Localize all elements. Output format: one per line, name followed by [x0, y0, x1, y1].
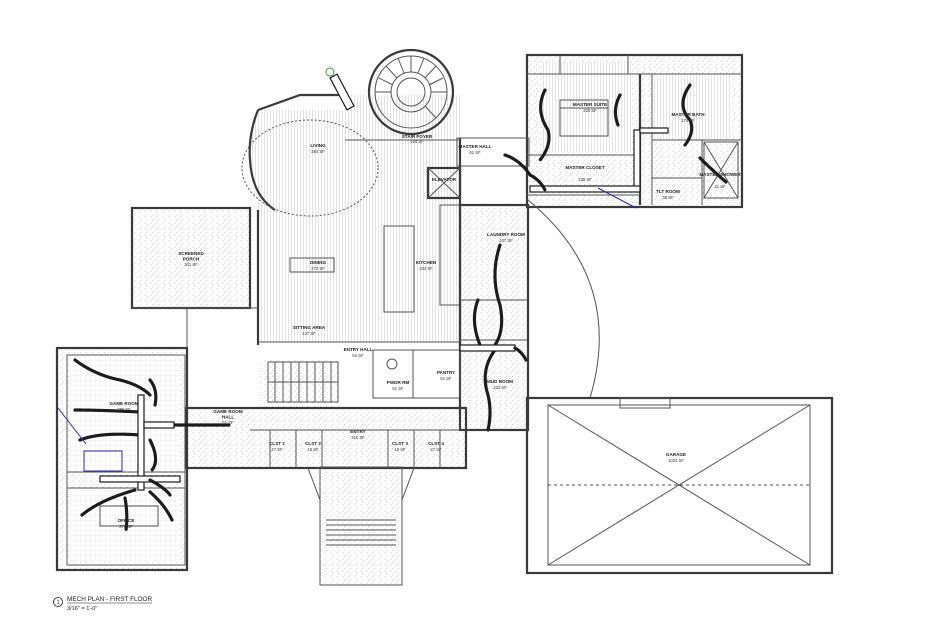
room-area-stair-foyer: 154 SF [410, 139, 424, 144]
room-area-laundry-room: 107 SF [499, 238, 513, 243]
room-area-living: 384 SF [311, 149, 325, 154]
drawing-title: MECH PLAN - FIRST FLOOR [67, 596, 152, 603]
room-label-master-bath: MASTER BATH [671, 112, 705, 117]
room-area-pantry: 51 SF [440, 376, 452, 381]
room-area-master-shower: 41 SF [714, 184, 726, 189]
room-label-pwdr-rm: PWDR RM [387, 380, 410, 385]
room-area-master-hall: 61 SF [469, 150, 481, 155]
room-area-clst-1: 27 SF [271, 447, 283, 452]
room-area-kitchen: 334 SF [419, 266, 433, 271]
room-area-entry: 310 SF [351, 435, 365, 440]
room-label-clst-2: CLST 2 [305, 441, 321, 446]
detail-number: 1 [56, 600, 59, 606]
room-label-laundry-room: LAUNDRY ROOM [487, 232, 525, 237]
room-area-game-room: 389 SF [117, 407, 131, 412]
room-label-pantry: PANTRY [437, 370, 455, 375]
room-label-master-shower: MASTER SHOWER [699, 172, 741, 177]
room-label-stair-foyer: STAIR FOYER [402, 134, 433, 139]
room-area-tlt-room: 38 SF [662, 195, 674, 200]
room-label-game-room: GAME ROOM [109, 401, 139, 406]
room-area-office: 270 SF [119, 524, 133, 529]
room-label-kitchen: KITCHEN [416, 260, 437, 265]
room-label-entry: ENTRY [350, 429, 365, 434]
drawing-title-block: 1 MECH PLAN - FIRST FLOOR 3/16" = 1'-0" [53, 596, 152, 612]
room-area-clst-3: 16 SF [394, 447, 406, 452]
room-area-mud-room: 233 SF [493, 385, 507, 390]
drawing-scale: 3/16" = 1'-0" [67, 606, 97, 612]
room-label-tlt-room: TLT ROOM [656, 189, 680, 194]
annotations [57, 187, 637, 472]
room-area-screened-porch: 301 SF [184, 262, 198, 267]
room-area-pwdr-rm: 51 SF [392, 386, 404, 391]
room-area-dining: 272 SF [311, 266, 325, 271]
room-area-master-closet: 135 SF [578, 177, 592, 182]
room-label-mud-room: MUD ROOM [487, 379, 513, 384]
room-label-entry-hall: ENTRY HALL [344, 347, 373, 352]
room-label-sitting-area: SITTING AREA [293, 325, 326, 330]
room-label-master-suite: MASTER SUITE [573, 102, 607, 107]
duct-runs [73, 67, 728, 532]
room-label-clst-3: CLST 3 [392, 441, 408, 446]
walls [55, 48, 834, 586]
room-label-clst-1: CLST 1 [269, 441, 285, 446]
room-area-sitting-area: 127 SF [302, 331, 316, 336]
room-label-master-closet: MASTER CLOSET [565, 165, 604, 170]
room-area-master-suite: 220 SF [583, 108, 597, 113]
room-area-game-room-hall: 51 SF [222, 420, 234, 425]
floor-fills [57, 55, 832, 585]
room-label-clst-4: CLST 4 [428, 441, 444, 446]
room-area-garage: 1022 SF [668, 458, 684, 463]
room-label-living: LIVING [310, 143, 326, 148]
room-label-dining: DINING [310, 260, 327, 265]
room-area-master-bath: 170 SF [681, 118, 695, 123]
room-area-clst-4: 27 SF [430, 447, 442, 452]
room-label-office: OFFICE [118, 518, 135, 523]
room-label-elevator: ELEVATOR [432, 177, 457, 182]
room-labels: MASTER SUITE 220 SF MASTER BATH 170 SF M… [109, 102, 741, 529]
room-area-clst-2: 15 SF [307, 447, 319, 452]
room-label-garage: GARAGE [666, 452, 686, 457]
room-label-master-hall: MASTER HALL [459, 144, 492, 149]
room-area-entry-hall: 54 SF [352, 353, 364, 358]
detail-marker [53, 597, 63, 607]
